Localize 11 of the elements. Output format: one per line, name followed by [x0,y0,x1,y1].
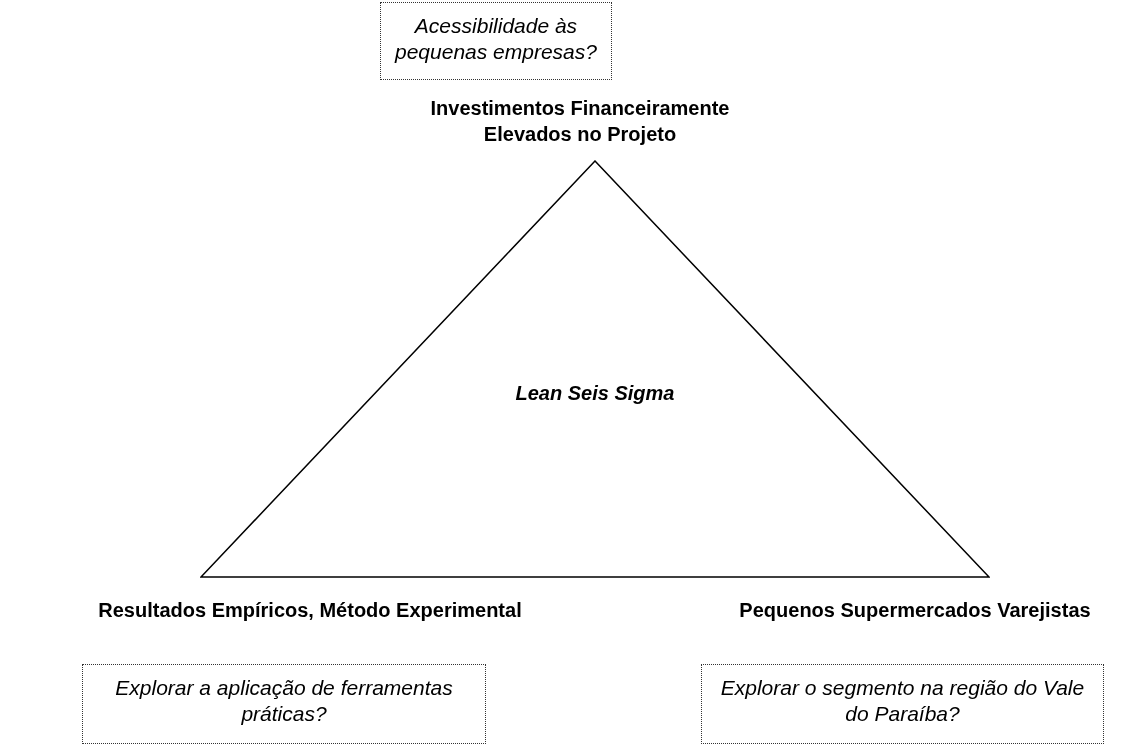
question-box [701,664,1104,744]
question-text: Explorar a aplicação de ferramentas práticas? [114,675,454,727]
center-label: Lean Seis Sigma [515,382,675,404]
question-box [82,664,486,744]
vertex-label: Investimentos Financeiramente Elevados no Projeto [429,96,731,147]
question-box [380,2,612,80]
vertex-label: Resultados Empíricos, Método Experimental [98,598,522,623]
triangle-shape [200,160,990,578]
question-text: Explorar o segmento na região do Vale do Paraíba? [719,675,1086,727]
vertex-label: Pequenos Supermercados Varejistas [739,598,1091,623]
question-text: Acessibilidade às pequenas empresas? [393,13,598,65]
